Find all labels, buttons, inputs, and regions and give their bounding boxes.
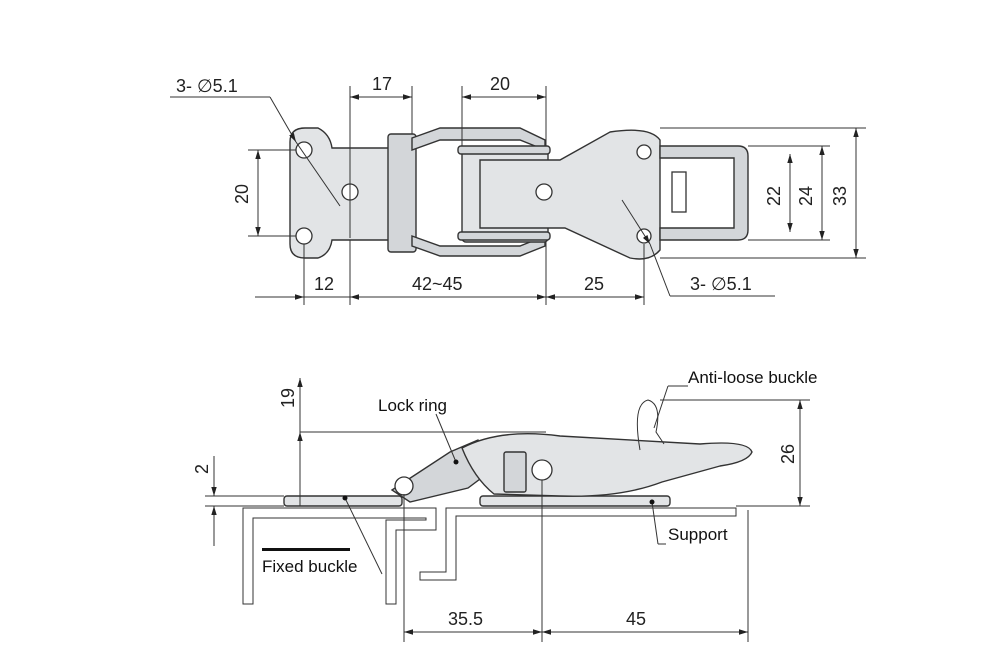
hook-loop-top (659, 145, 749, 241)
dim-len-45: 45 (626, 609, 646, 629)
dim-hole-spec-right: 3- ∅5.1 (690, 274, 752, 294)
lock-ring-pin (394, 476, 414, 496)
dim-len-12: 12 (314, 274, 334, 294)
dim-len-42-45: 42~45 (412, 274, 463, 294)
dim-height-2: 2 (192, 464, 212, 474)
pin-lower (457, 231, 551, 241)
hole-lever-top (636, 144, 652, 160)
hole-bottom-left (295, 227, 313, 245)
anti-loose-buckle (636, 399, 665, 451)
hinge-left (387, 133, 417, 253)
dim-height-33: 33 (830, 186, 850, 206)
label-lock-ring: Lock ring (378, 396, 447, 415)
label-support: Support (668, 525, 728, 544)
hole-center-lever (535, 183, 553, 201)
lever-pivot-block (503, 451, 527, 493)
dim-height-22: 22 (764, 186, 784, 206)
dim-height-24: 24 (796, 186, 816, 206)
hole-top-left (295, 141, 313, 159)
top-view: 3- ∅5.1 17 20 20 22 24 33 (170, 74, 866, 305)
label-fixed-buckle: Fixed buckle (262, 557, 357, 576)
base-bracket-right (419, 507, 737, 581)
dim-len-25: 25 (584, 274, 604, 294)
dim-len-35-5: 35.5 (448, 609, 483, 629)
link-lower (411, 234, 546, 257)
hook-slot (671, 171, 687, 213)
dim-hole-spec-left: 3- ∅5.1 (176, 76, 238, 96)
fixed-buckle-side (283, 495, 403, 507)
lever-pivot (531, 459, 553, 481)
side-view: Lock ring Anti-loose buckle Support Fixe… (192, 368, 817, 642)
dim-height-26: 26 (778, 444, 798, 464)
dim-width-20: 20 (490, 74, 510, 94)
lever-body-top (479, 129, 661, 260)
fixed-buckle-underline (262, 548, 350, 551)
hole-lever-bottom (636, 228, 652, 244)
base-bracket-left (242, 507, 437, 605)
lever-side (461, 433, 753, 497)
support-plate (479, 495, 671, 507)
label-anti-loose-buckle: Anti-loose buckle (688, 368, 817, 387)
dim-height-19: 19 (278, 388, 298, 408)
dim-width-17: 17 (372, 74, 392, 94)
dim-height-20: 20 (232, 184, 252, 204)
pin-upper (457, 145, 551, 155)
